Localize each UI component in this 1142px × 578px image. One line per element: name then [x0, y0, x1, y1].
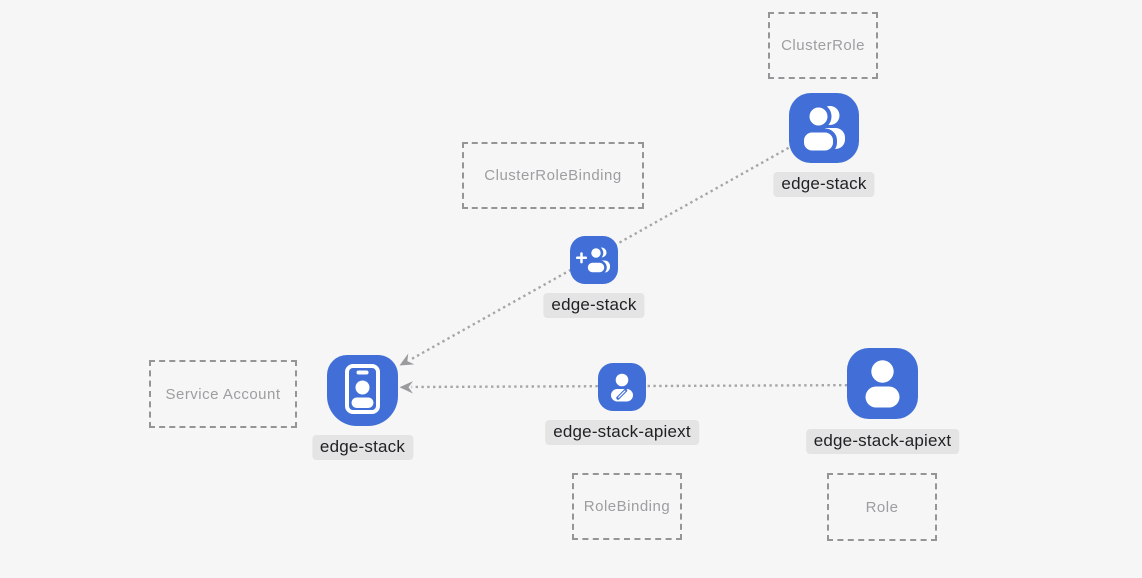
dotted-edge-role-to-serviceaccount — [399, 381, 883, 394]
badge-icon[interactable] — [327, 355, 398, 426]
type-box-label: ClusterRoleBinding — [484, 167, 622, 184]
type-box-role: Role — [827, 473, 937, 541]
type-box-label: RoleBinding — [583, 498, 671, 515]
type-box-label: Service Account — [165, 385, 281, 403]
node-clusterrolebinding-edge-stack: edge-stack — [543, 236, 645, 318]
people-icon[interactable] — [789, 93, 859, 163]
arrowhead-icon — [399, 353, 415, 366]
type-box-rolebinding: RoleBinding — [572, 473, 682, 540]
node-serviceaccount-edge-stack: edge-stack — [311, 355, 414, 460]
node-label: edge-stack — [773, 172, 875, 197]
type-box-label: Role — [865, 498, 899, 516]
node-label: edge-stack-apiext — [805, 429, 960, 454]
node-label: edge-stack — [543, 293, 645, 318]
node-role-edge-stack-apiext: edge-stack-apiext — [805, 348, 960, 454]
person-edit-icon[interactable] — [598, 363, 646, 411]
type-box-clusterrole: ClusterRole — [768, 12, 878, 79]
node-rolebinding-edge-stack-apiext: edge-stack-apiext — [545, 363, 699, 445]
node-label: edge-stack-apiext — [545, 420, 699, 445]
type-box-label: ClusterRole — [781, 37, 865, 54]
dotted-edge-clusterrole-to-serviceaccount — [399, 126, 825, 366]
person-add-icon[interactable] — [570, 236, 618, 284]
node-label: edge-stack — [311, 435, 414, 460]
node-clusterrole-edge-stack: edge-stack — [773, 93, 875, 197]
type-box-serviceaccount: Service Account — [149, 360, 297, 428]
person-icon[interactable] — [847, 348, 918, 419]
arrowhead-icon — [399, 381, 414, 394]
type-box-clusterrolebinding: ClusterRoleBinding — [462, 142, 644, 209]
